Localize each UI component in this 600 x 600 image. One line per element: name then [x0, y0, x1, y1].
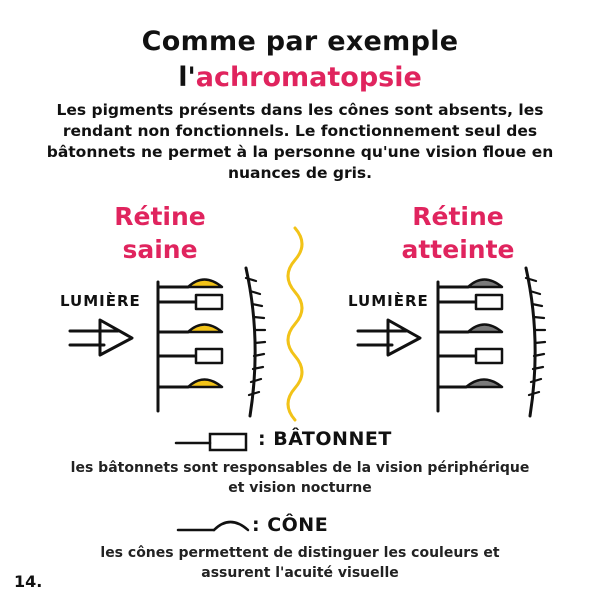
rod-icon — [474, 293, 504, 311]
legend-rod-icon — [174, 432, 248, 452]
light-arrow-right-icon — [356, 318, 422, 357]
light-label-left: LUMIÈRE — [60, 292, 141, 310]
light-arrow-left-icon — [68, 318, 134, 357]
wavy-separator — [286, 226, 304, 422]
cone-icon — [186, 278, 224, 289]
light-label-right: LUMIÈRE — [348, 292, 429, 310]
healthy-retina-title: Rétine saine — [90, 200, 230, 266]
healthy-retina-title-line2: saine — [122, 235, 198, 264]
healthy-retina-title-line1: Rétine — [114, 202, 206, 231]
rod-icon — [194, 347, 224, 365]
page-subtitle: l'achromatopsie — [0, 62, 600, 93]
cone-legend-description: les cônes permettent de distinguer les c… — [0, 543, 600, 583]
rod-desc-line1: les bâtonnets sont responsables de la vi… — [70, 460, 530, 476]
affected-retina-title-line1: Rétine — [412, 202, 504, 231]
rod-icon — [474, 347, 504, 365]
title-prefix: l' — [178, 62, 196, 93]
cone-legend-label: : CÔNE — [252, 514, 329, 536]
affected-retina-diagram — [356, 266, 547, 418]
cone-desc-line2: assurent l'acuité visuelle — [201, 565, 399, 581]
healthy-retina-diagram — [68, 266, 267, 418]
description-text: Les pigments présents dans les cônes son… — [46, 101, 554, 182]
cone-icon — [464, 378, 504, 389]
rod-icon — [194, 293, 224, 311]
cone-icon — [466, 323, 504, 334]
page-title: Comme par exemple — [141, 26, 459, 57]
cone-icon — [466, 278, 504, 289]
rod-legend-description: les bâtonnets sont responsables de la vi… — [0, 458, 600, 498]
affected-retina-title: Rétine atteinte — [378, 200, 538, 266]
title-highlight: achromatopsie — [195, 62, 422, 93]
page-number: 14. — [14, 572, 43, 591]
cone-desc-line1: les cônes permettent de distinguer les c… — [100, 545, 500, 561]
rod-legend-label: : BÂTONNET — [258, 428, 392, 450]
cone-icon — [186, 378, 224, 389]
rod-desc-line2: et vision nocturne — [228, 480, 372, 496]
legend-cone-icon — [176, 520, 250, 532]
affected-retina-title-line2: atteinte — [401, 235, 515, 264]
cone-icon — [186, 323, 224, 334]
